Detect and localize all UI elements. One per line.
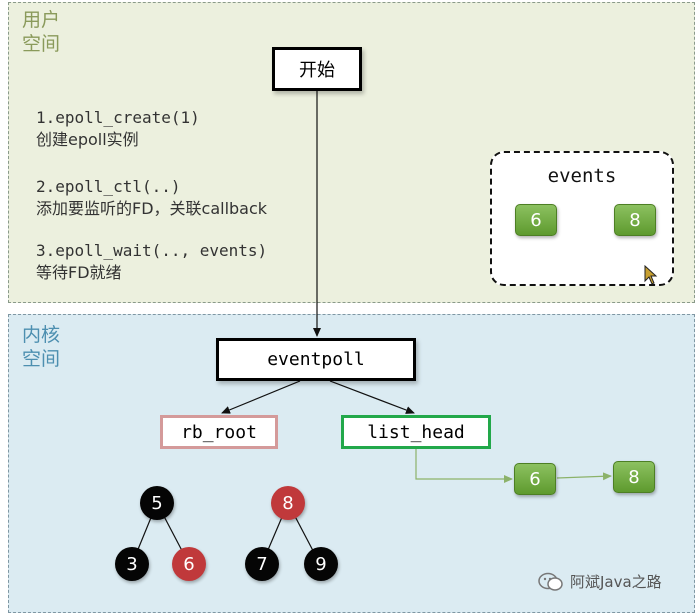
- ready-list-item: 8: [613, 461, 655, 493]
- watermark-text: 阿斌Java之路: [570, 573, 662, 591]
- eventpoll-box: eventpoll: [216, 338, 416, 381]
- step-3: 3.epoll_wait(.., events) 等待FD就绪: [36, 240, 267, 284]
- step-2-desc: 添加要监听的FD，关联callback: [36, 199, 268, 218]
- events-item: 8: [614, 204, 656, 236]
- tree-node: 3: [115, 547, 149, 581]
- start-box: 开始: [272, 47, 362, 91]
- wechat-icon: [538, 572, 563, 591]
- step-3-call: 3.epoll_wait(.., events): [36, 241, 268, 260]
- step-2: 2.epoll_ctl(..) 添加要监听的FD，关联callback: [36, 176, 267, 220]
- user-space-label: 用户 空间: [22, 9, 61, 55]
- rb-root-box: rb_root: [160, 415, 278, 449]
- events-title: events: [547, 165, 617, 187]
- cursor-icon: [644, 265, 658, 285]
- tree-node: 7: [245, 547, 279, 581]
- tree-node: 8: [271, 486, 305, 520]
- step-2-call: 2.epoll_ctl(..): [36, 177, 181, 196]
- kernel-space-label: 内核 空间: [22, 324, 61, 370]
- list-head-box: list_head: [341, 415, 491, 449]
- step-1-call: 1.epoll_create(1): [36, 108, 200, 127]
- ready-list-link-arrow: [556, 472, 612, 481]
- events-array: events 6 8: [490, 151, 674, 286]
- events-item: 6: [515, 204, 557, 236]
- watermark: 阿斌Java之路: [538, 571, 662, 592]
- step-3-desc: 等待FD就绪: [36, 263, 122, 282]
- step-1-desc: 创建epoll实例: [36, 130, 139, 149]
- eventpoll-to-listhead-arrow: [329, 380, 415, 414]
- tree-node: 5: [140, 486, 174, 520]
- eventpoll-to-rbroot-arrow: [221, 380, 301, 414]
- step-1: 1.epoll_create(1) 创建epoll实例: [36, 107, 200, 151]
- tree-node: 6: [172, 547, 206, 581]
- ready-list-item: 6: [514, 463, 556, 495]
- listhead-to-first-arrow: [415, 449, 513, 483]
- tree-node: 9: [304, 547, 338, 581]
